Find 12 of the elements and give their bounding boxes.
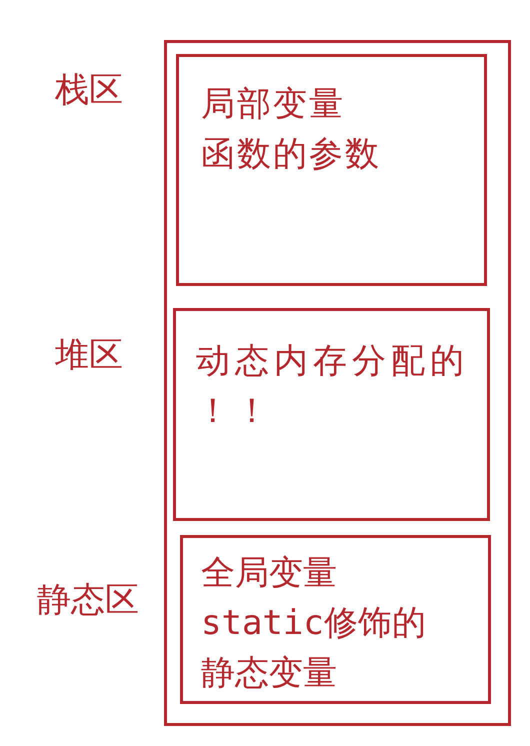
region-text: 函数的参数 xyxy=(201,133,382,176)
memory-region-box xyxy=(173,308,490,521)
region-text: 局部变量 xyxy=(201,83,346,126)
region-text: 全局变量 xyxy=(201,552,338,595)
region-text: 动态内存分配的！！ xyxy=(196,340,470,433)
memory-region-box xyxy=(180,535,491,704)
region-text: static修饰的静态变量 xyxy=(201,602,427,695)
outer-box xyxy=(164,40,511,726)
region-label: 栈区 xyxy=(55,70,123,110)
region-label: 堆区 xyxy=(55,335,123,375)
memory-region-box xyxy=(176,54,487,286)
region-label: 静态区 xyxy=(37,580,139,620)
